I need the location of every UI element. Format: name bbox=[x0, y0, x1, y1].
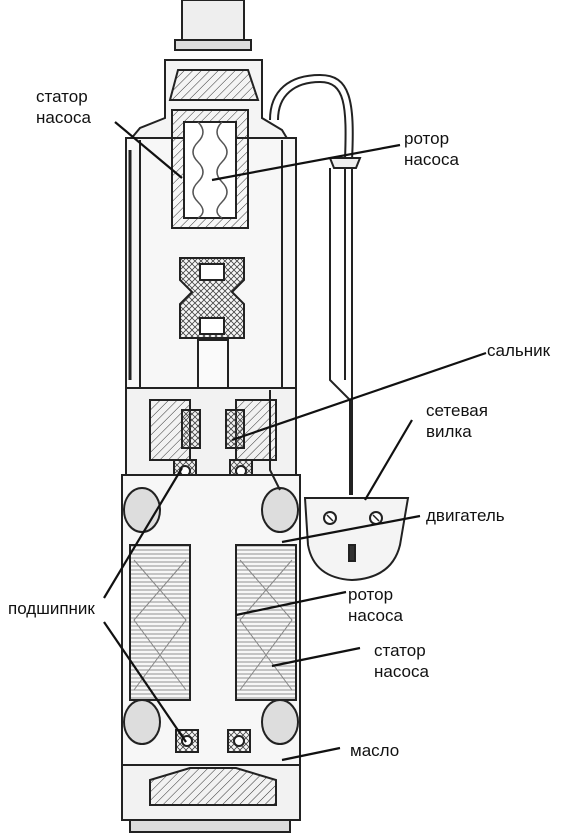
label-line: насоса bbox=[348, 606, 403, 625]
label-motor-rotor: ротор насоса bbox=[348, 584, 403, 626]
label-seal: сальник bbox=[487, 340, 550, 361]
label-bearing: подшипник bbox=[8, 598, 95, 619]
leader-stator-motor bbox=[271, 646, 361, 668]
label-line: насоса bbox=[404, 150, 459, 169]
leader-motor bbox=[281, 514, 421, 544]
label-line: насоса bbox=[36, 108, 91, 127]
leader-plug bbox=[364, 419, 413, 501]
leader-rotor-top bbox=[211, 143, 401, 182]
label-line: статор bbox=[374, 641, 426, 660]
label-line: сальник bbox=[487, 341, 551, 360]
label-line: ротор bbox=[348, 585, 394, 604]
label-line: сетевая bbox=[426, 401, 488, 420]
leader-seal bbox=[231, 351, 487, 442]
leader-bearing-upper bbox=[103, 467, 183, 599]
label-line: подшипник bbox=[8, 599, 95, 618]
leader-oil bbox=[281, 746, 341, 762]
label-pump-stator-top: статор насоса bbox=[36, 86, 91, 128]
label-motor: двигатель bbox=[426, 505, 505, 526]
label-line: статор bbox=[36, 87, 88, 106]
leader-bearing-lower bbox=[103, 621, 187, 743]
label-oil: масло bbox=[350, 740, 399, 761]
label-pump-rotor-top: ротор насоса bbox=[404, 128, 459, 170]
label-motor-stator: статор насоса bbox=[374, 640, 429, 682]
label-line: ротор bbox=[404, 129, 450, 148]
callout-lines bbox=[103, 121, 487, 762]
label-line: вилка bbox=[426, 422, 472, 441]
leader-stator-top bbox=[114, 121, 183, 179]
label-line: двигатель bbox=[426, 506, 505, 525]
pump-body bbox=[121, 0, 410, 833]
label-line: масло bbox=[350, 741, 400, 760]
label-plug: сетевая вилка bbox=[426, 400, 488, 442]
label-line: насоса bbox=[374, 662, 429, 681]
leader-rotor-motor bbox=[235, 590, 347, 617]
